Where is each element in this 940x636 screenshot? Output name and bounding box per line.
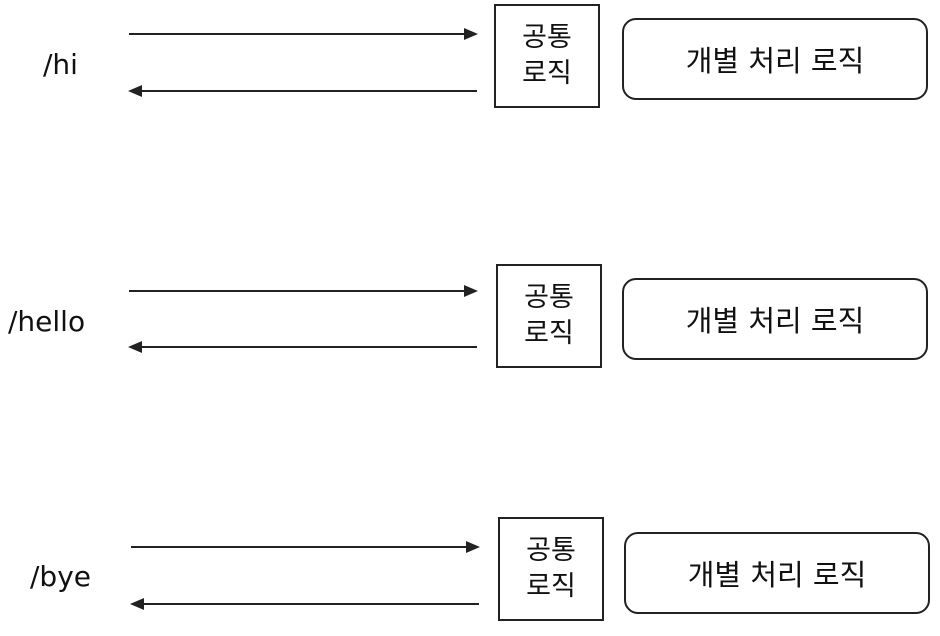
common-logic-box: 공통 로직 <box>496 264 602 368</box>
individual-logic-box: 개별 처리 로직 <box>624 532 930 614</box>
route-label-hi: /hi <box>43 48 78 81</box>
individual-logic-box: 개별 처리 로직 <box>622 278 928 360</box>
route-label-bye: /bye <box>30 560 92 593</box>
route-row-bye: /bye 공통 로직 개별 처리 로직 <box>0 517 940 627</box>
common-logic-label-line1: 공통 <box>524 282 574 313</box>
response-arrow <box>130 598 479 610</box>
response-arrow <box>128 85 477 97</box>
common-logic-label-line1: 공통 <box>526 535 576 566</box>
route-row-hi: /hi 공통 로직 개별 처리 로직 <box>0 4 940 114</box>
individual-logic-label: 개별 처리 로직 <box>685 304 865 338</box>
response-arrow <box>128 341 477 353</box>
route-label-hello: /hello <box>8 305 86 338</box>
common-logic-label-line2: 로직 <box>522 58 572 89</box>
individual-logic-label: 개별 처리 로직 <box>685 44 865 78</box>
request-arrow <box>129 28 478 40</box>
individual-logic-label: 개별 처리 로직 <box>687 558 867 592</box>
common-logic-box: 공통 로직 <box>494 4 600 108</box>
common-logic-label-line2: 로직 <box>526 571 576 602</box>
common-logic-label-line2: 로직 <box>524 318 574 349</box>
common-logic-label-line1: 공통 <box>522 22 572 53</box>
route-row-hello: /hello 공통 로직 개별 처리 로직 <box>0 264 940 374</box>
request-arrow <box>131 541 480 553</box>
request-arrow <box>129 285 478 297</box>
common-logic-box: 공통 로직 <box>498 517 604 621</box>
individual-logic-box: 개별 처리 로직 <box>622 18 928 100</box>
